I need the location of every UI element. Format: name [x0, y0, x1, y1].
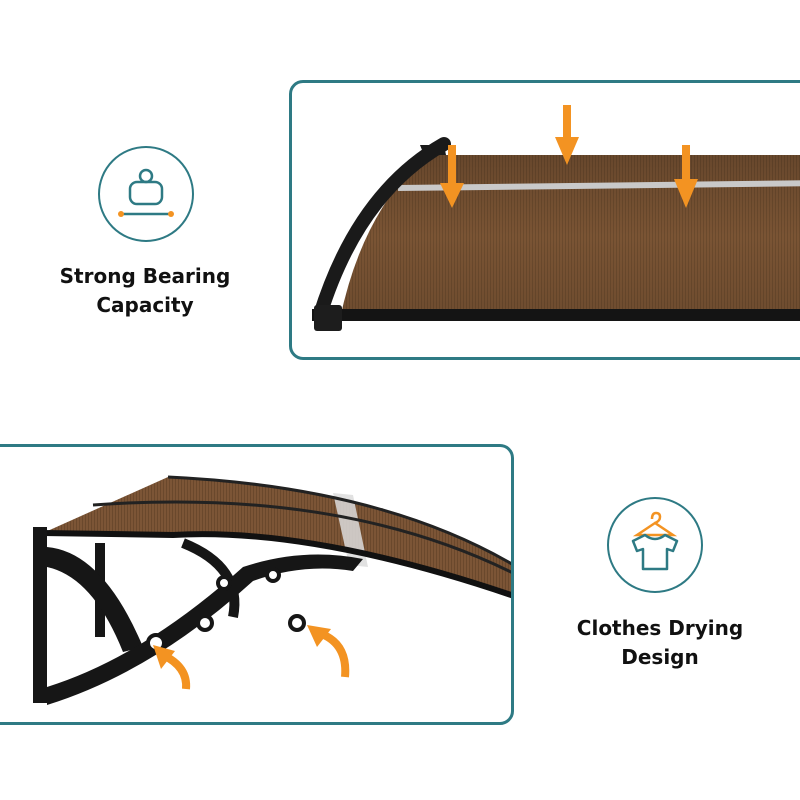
bearing-feature-badge — [98, 146, 194, 242]
curved-arrow-icon — [307, 625, 350, 678]
feature-label-clothes-drying: Clothes Drying Design — [576, 616, 744, 669]
load-arrow-icon — [674, 145, 698, 208]
clothes-drying-feature-badge — [607, 497, 703, 593]
canopy-bracket-illustration — [33, 475, 511, 705]
feature-label-strong-bearing: Strong Bearing Capacity — [59, 264, 231, 317]
canopy-base-rail — [312, 309, 800, 321]
bracket — [33, 527, 363, 705]
reinforcement-strip — [397, 180, 800, 191]
reinforcement-strip — [333, 493, 368, 567]
end-cap — [314, 305, 342, 331]
tshirt-hanger-icon — [631, 511, 679, 571]
load-arrow-icon — [440, 145, 464, 208]
canopy-bracket-panel — [0, 444, 514, 725]
canopy-front-rail — [42, 530, 511, 599]
weight-icon — [118, 168, 174, 217]
canopy-edge-illustration — [312, 105, 800, 331]
load-arrow-icon — [555, 105, 579, 165]
canopy-end-bracket — [313, 137, 451, 322]
canopy-closeup-panel — [289, 80, 800, 360]
curved-arrow-icon — [153, 645, 191, 690]
canopy-sheet — [340, 155, 800, 319]
